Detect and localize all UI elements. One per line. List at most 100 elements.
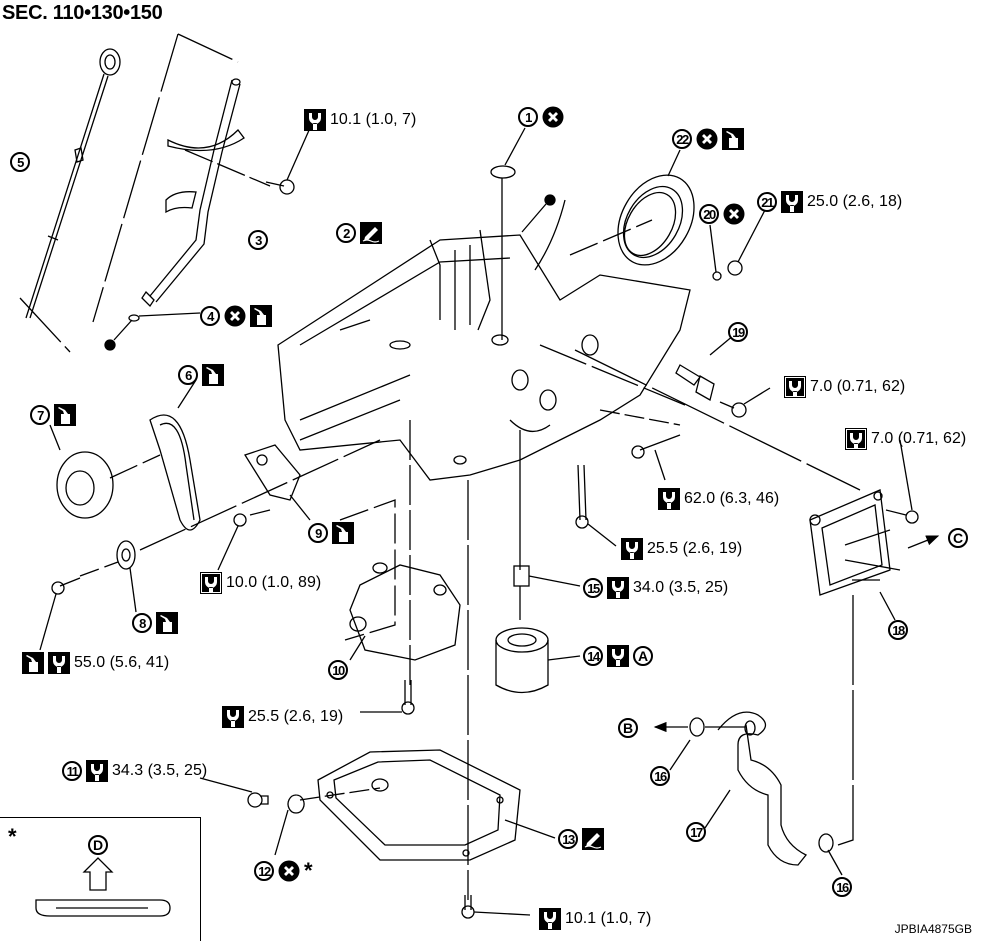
oil-pump-chain	[149, 379, 201, 531]
torque-value: 62.0 (6.3, 46)	[684, 490, 780, 507]
apply-engine-oil-icon	[156, 612, 178, 634]
oil-level-gauge-guide	[141, 78, 271, 308]
callout-part-11: 11 34.3 (3.5, 25)	[62, 760, 207, 782]
torque-value: 10.1 (1.0, 7)	[565, 910, 652, 927]
sealant-point-dot-2	[544, 194, 556, 206]
hose-clamp-16a	[653, 717, 745, 771]
chain-guide-idler	[39, 540, 137, 651]
part-number: 4	[200, 306, 220, 326]
part-number: 18	[888, 620, 908, 640]
reference-a: A	[633, 646, 653, 666]
apply-engine-oil-icon	[722, 128, 744, 150]
callout-part-8: 8	[132, 612, 178, 634]
torque-pan-lower-bolt: 10.1 (1.0, 7)	[539, 908, 651, 930]
reference-letter: C	[948, 528, 968, 548]
part-number: 16	[832, 877, 852, 897]
torque-value: 25.5 (2.6, 19)	[248, 708, 344, 725]
part-number: 17	[686, 822, 706, 842]
callout-part-5: 5	[10, 152, 30, 172]
sealant-point-dot	[104, 339, 116, 351]
do-not-reuse-icon	[278, 860, 300, 882]
callout-part-14: 14 A	[583, 645, 653, 667]
part-number: 3	[248, 230, 268, 250]
part-number: 13	[558, 829, 578, 849]
apply-engine-oil-icon	[250, 305, 272, 327]
apply-liquid-gasket-icon	[360, 222, 382, 244]
apply-engine-oil-icon	[332, 522, 354, 544]
dipstick-bracket-outline	[19, 33, 239, 353]
callout-part-10: 10	[328, 660, 348, 680]
do-not-reuse-icon	[542, 106, 564, 128]
torque-sensor-bolt: 7.0 (0.71, 62)	[784, 376, 905, 398]
torque-tensioner-bolt: 10.0 (1.0, 89)	[200, 572, 321, 594]
o-ring-4	[128, 314, 140, 322]
callout-part-16a: 16	[650, 766, 670, 786]
callout-part-22: 22	[672, 128, 744, 150]
torque-pump-bolt: 25.5 (2.6, 19)	[222, 706, 343, 728]
do-not-reuse-icon	[224, 305, 246, 327]
torque-value: 7.0 (0.71, 62)	[871, 430, 967, 447]
part-number: 11	[62, 761, 82, 781]
oil-pump-sprocket	[49, 424, 161, 519]
torque-cooler-bolt: 7.0 (0.71, 62)	[845, 428, 966, 450]
inset-reference-star: *	[304, 858, 313, 883]
rear-oil-seal	[569, 149, 695, 266]
part-number: 5	[10, 152, 30, 172]
apply-engine-oil-icon	[54, 404, 76, 426]
callout-part-21: 21 25.0 (2.6, 18)	[757, 191, 902, 213]
part-number: 10	[328, 660, 348, 680]
long-bolt	[575, 464, 617, 547]
torque-value: 34.0 (3.5, 25)	[633, 579, 729, 596]
inset-gasket-profile	[35, 857, 171, 917]
apply-engine-oil-icon	[22, 652, 44, 674]
part-number: 2	[336, 223, 356, 243]
torque-wrench-icon	[607, 577, 629, 599]
torque-wrench-icon	[607, 645, 629, 667]
callout-part-1: 1	[518, 106, 564, 128]
torque-wrench-icon	[48, 652, 70, 674]
callout-part-2: 2	[336, 222, 382, 244]
callout-part-20: 20	[699, 203, 745, 225]
part-number: 19	[728, 322, 748, 342]
torque-value: 34.3 (3.5, 25)	[112, 762, 208, 779]
upper-oil-pan	[277, 199, 691, 481]
pan-lower-bolt	[461, 895, 531, 919]
part-number: 8	[132, 613, 152, 633]
connector-15	[513, 565, 530, 587]
torque-idler-bolt: 55.0 (5.6, 41)	[22, 652, 169, 674]
oil-filter	[495, 627, 581, 694]
callout-part-3: 3	[248, 230, 268, 250]
torque-wrench-bolt-icon	[784, 376, 806, 398]
torque-wrench-icon	[539, 908, 561, 930]
do-not-reuse-icon	[696, 128, 718, 150]
callout-part-9: 9	[308, 522, 354, 544]
torque-long-bolt: 25.5 (2.6, 19)	[621, 538, 742, 560]
callout-part-17: 17	[686, 822, 706, 842]
oil-cooler	[809, 439, 940, 621]
inset-star-marker: *	[8, 824, 17, 849]
callout-part-7: 7	[30, 404, 76, 426]
callout-part-16b: 16	[832, 877, 852, 897]
do-not-reuse-icon	[723, 203, 745, 225]
callout-part-4: 4	[200, 305, 272, 327]
reference-c: C	[948, 528, 968, 548]
reference-d: D	[88, 835, 108, 855]
callout-part-19: 19	[728, 322, 748, 342]
torque-wrench-icon	[222, 706, 244, 728]
torque-wrench-icon	[781, 191, 803, 213]
torque-wrench-icon	[304, 109, 326, 131]
torque-value: 25.0 (2.6, 18)	[807, 193, 903, 210]
part-number: 1	[518, 107, 538, 127]
drain-washer	[287, 794, 305, 814]
torque-wrench-icon	[86, 760, 108, 782]
torque-wrench-icon	[621, 538, 643, 560]
pan-upper-bolt	[599, 409, 681, 481]
part-number: 9	[308, 523, 328, 543]
torque-guide-bolt: 10.1 (1.0, 7)	[304, 109, 416, 131]
part-number: 6	[178, 365, 198, 385]
part-number: 16	[650, 766, 670, 786]
torque-value: 55.0 (5.6, 41)	[74, 654, 170, 671]
part-number: 14	[583, 646, 603, 666]
oil-pump	[339, 420, 461, 690]
